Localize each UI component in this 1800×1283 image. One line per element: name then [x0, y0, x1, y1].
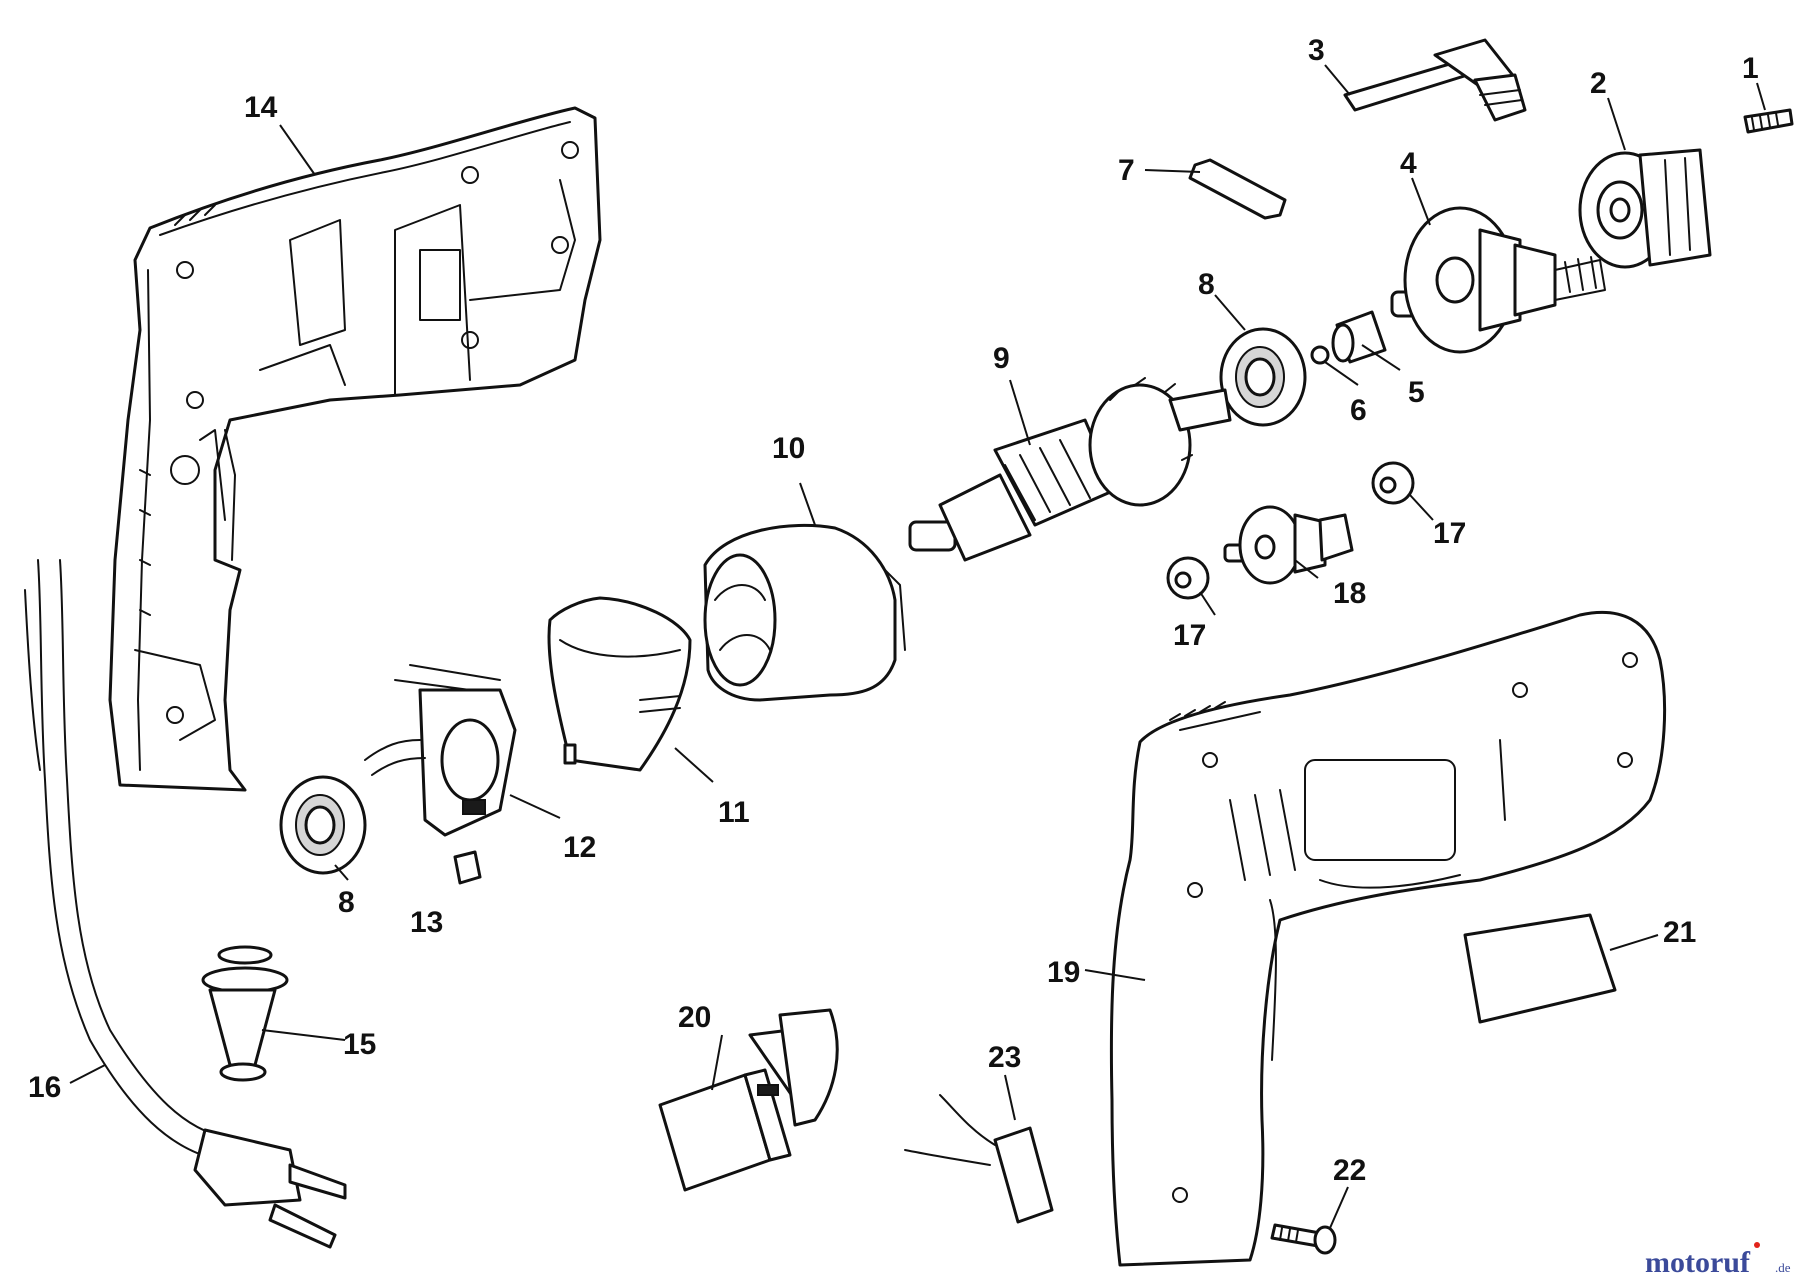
callout-5: 5 — [1408, 376, 1425, 409]
callout-17-upper: 17 — [1433, 517, 1466, 550]
callout-10: 10 — [772, 432, 805, 465]
callout-14: 14 — [244, 91, 278, 124]
callout-8-rear: 8 — [338, 886, 355, 919]
nameplate — [1463, 913, 1617, 1024]
sleeve-bearing — [1331, 310, 1387, 364]
watermark-brand: motoruf — [1645, 1246, 1751, 1279]
callout-12: 12 — [563, 831, 596, 864]
callout-9: 9 — [993, 342, 1010, 375]
baffle-ring — [547, 596, 692, 772]
callout-3: 3 — [1308, 34, 1325, 67]
callout-16: 16 — [28, 1071, 61, 1104]
callout-8-front: 8 — [1198, 268, 1215, 301]
carbon-brush — [453, 850, 482, 885]
callout-15: 15 — [343, 1028, 376, 1061]
field-stator — [703, 523, 906, 702]
needle-bearing-lower — [1166, 556, 1210, 600]
callout-17-lower: 17 — [1173, 619, 1206, 652]
cord-protector — [201, 945, 289, 1082]
callout-20: 20 — [678, 1001, 711, 1034]
power-cord — [24, 559, 347, 1249]
leader-lines — [69, 64, 1766, 1229]
chuck-screw — [1743, 108, 1794, 134]
intermediate-gear — [1223, 505, 1354, 585]
key-plate — [1188, 158, 1287, 220]
callout-21: 21 — [1663, 916, 1696, 949]
trigger-switch — [658, 1008, 839, 1192]
chuck-key — [1343, 38, 1527, 122]
housing-screw — [1270, 1223, 1337, 1255]
keyed-chuck — [1578, 148, 1712, 269]
watermark-tld: .de — [1775, 1260, 1791, 1275]
capacitor — [904, 1094, 1054, 1224]
needle-bearing-upper — [1371, 461, 1415, 505]
ball-bearing-front — [1219, 327, 1307, 427]
ball-bearing-rear — [279, 775, 367, 875]
right-housing — [1109, 610, 1667, 1267]
steel-ball — [1310, 345, 1330, 365]
callout-4: 4 — [1400, 147, 1417, 180]
callout-23: 23 — [988, 1041, 1021, 1074]
spindle-gear — [1390, 206, 1606, 354]
callout-7: 7 — [1118, 154, 1135, 187]
callout-11: 11 — [718, 796, 750, 829]
callout-6: 6 — [1350, 394, 1367, 427]
brush-holder — [364, 664, 517, 837]
armature — [908, 377, 1232, 562]
callout-19: 19 — [1047, 956, 1080, 989]
callout-1: 1 — [1742, 52, 1759, 85]
callout-2: 2 — [1590, 67, 1607, 100]
callout-13: 13 — [410, 906, 443, 939]
callout-labels: 1 2 3 4 5 6 7 8 8 9 10 11 12 13 14 15 16… — [28, 34, 1759, 1187]
watermark-dot — [1754, 1242, 1760, 1248]
callout-22: 22 — [1333, 1154, 1366, 1187]
callout-18: 18 — [1333, 577, 1366, 610]
watermark: motoruf .de — [1645, 1242, 1791, 1279]
left-housing-half — [108, 106, 602, 792]
